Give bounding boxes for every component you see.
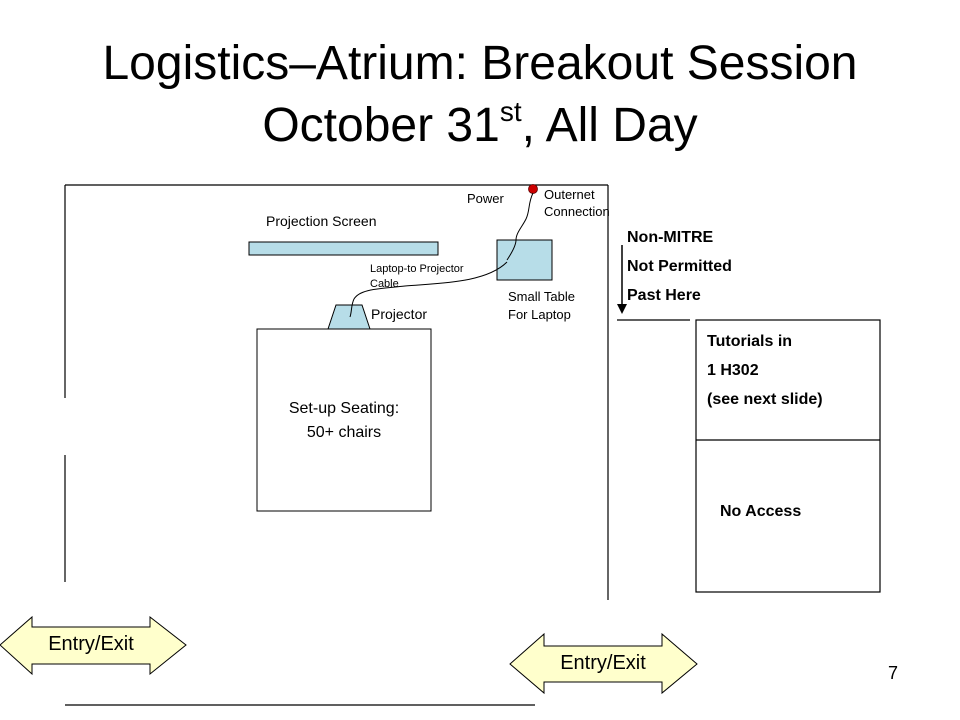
entry-exit-left: Entry/Exit [48,633,134,655]
seating-label-line1: Set-up Seating: [288,400,400,417]
small-table-label-line1: Small Table [508,289,575,304]
seating-label: Set-up Seating: 50+ chairs [257,397,431,445]
tutorials-line3: (see next slide) [707,391,823,408]
non-mitre-line1: Non-MITRE [627,229,714,246]
power-cable [506,192,534,261]
down-arrow-icon [617,304,627,314]
small-table-label: Small Table For Laptop [508,288,575,324]
no-access-label: No Access [720,503,802,520]
page-number: 7 [888,663,899,683]
cable-label-line1: Laptop-to Projector [370,263,464,275]
title-date: October 31 [262,99,500,152]
cable-label-line2: Cable [370,278,399,290]
tutorials-label: Tutorials in 1 H302 (see next slide) [707,327,823,414]
entry-exit-right: Entry/Exit [560,652,646,674]
power-label: Power [467,191,504,206]
double-arrow-icon-left [0,615,187,676]
small-table-label-line2: For Laptop [508,307,571,322]
double-arrow-icon-right [509,632,698,695]
slide-title-line2: October 31st, All Day [0,98,960,154]
title-date-suffix: st [499,96,522,127]
seating-area [256,328,432,512]
small-table [496,239,553,281]
laptop-projector-cable [349,261,508,318]
tutorials-line2: 1 H302 [707,362,759,379]
projector-label: Projector [371,306,428,322]
slide-title-line1: Logistics–Atrium: Breakout Session [102,37,858,90]
outernet-label-line1: Outernet [544,187,595,202]
tutorials-line1: Tutorials in [707,333,793,350]
projection-screen [248,241,439,256]
title-all-day: , All Day [521,99,698,152]
non-mitre-line3: Past Here [627,287,701,304]
cable-label: Laptop-to Projector Cable [370,262,464,292]
outernet-label: Outernet Connection [544,186,610,220]
non-mitre-line2: Not Permitted [627,258,732,275]
power-outlet-icon [528,184,538,194]
projector [327,304,371,330]
tutorials-block [695,319,881,593]
projection-screen-label: Projection Screen [266,213,377,229]
non-mitre-notice: Non-MITRE Not Permitted Past Here [627,223,732,310]
seating-label-line2: 50+ chairs [306,424,382,441]
outernet-label-line2: Connection [544,204,610,219]
